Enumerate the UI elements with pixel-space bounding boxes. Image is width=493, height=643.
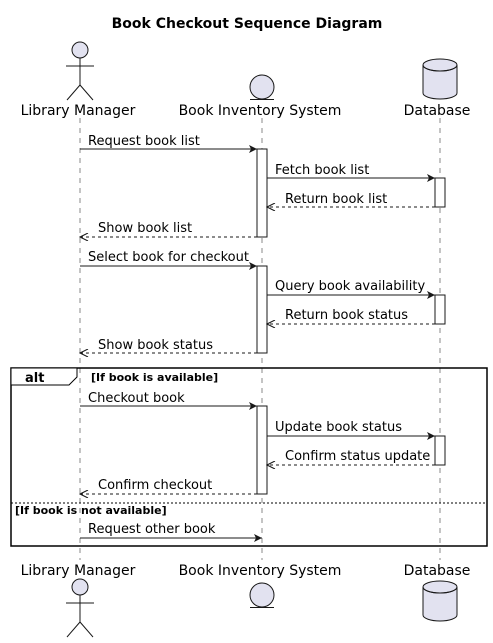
participant-label-book-inventory-system: Book Inventory System (179, 103, 342, 119)
message-label: Update book status (275, 420, 402, 435)
message-label: Confirm status update (285, 449, 430, 464)
actor-icon (66, 41, 94, 101)
message-label: Return book status (285, 308, 408, 323)
database-icon (422, 580, 458, 622)
activation-bar (434, 435, 446, 466)
diagram-title: Book Checkout Sequence Diagram (112, 16, 383, 32)
activation-bar (434, 177, 446, 208)
alt-guard-label: [If book is not available] (15, 504, 167, 517)
entity-icon (249, 74, 275, 100)
activation-bar (256, 265, 268, 354)
alt-fragment-frame (10, 367, 488, 547)
activation-bar (434, 294, 446, 325)
alt-operator-label: alt (25, 371, 44, 386)
participant-label-book-inventory-system: Book Inventory System (179, 563, 342, 579)
activation-bar (256, 405, 268, 495)
participant-label-database: Database (404, 563, 471, 579)
alt-fragment-tab (10, 367, 78, 386)
message-label: Request book list (88, 134, 200, 149)
message-label: Select book for checkout (88, 250, 249, 265)
activation-bar (256, 148, 268, 238)
message-label: Request other book (88, 522, 216, 537)
entity-icon (249, 582, 275, 608)
message-label: Show book status (98, 338, 213, 353)
message-label: Checkout book (88, 391, 185, 406)
participant-label-library-manager: Library Manager (21, 563, 136, 579)
message-label: Fetch book list (275, 163, 369, 178)
database-icon (422, 58, 458, 100)
participant-label-library-manager: Library Manager (21, 103, 136, 119)
message-label: Query book availability (275, 279, 425, 294)
participant-label-database: Database (404, 103, 471, 119)
alt-guard-label: [If book is available] (91, 371, 218, 384)
actor-icon (66, 578, 94, 638)
message-label: Return book list (285, 192, 387, 207)
message-label: Confirm checkout (98, 478, 212, 493)
message-label: Show book list (98, 221, 192, 236)
